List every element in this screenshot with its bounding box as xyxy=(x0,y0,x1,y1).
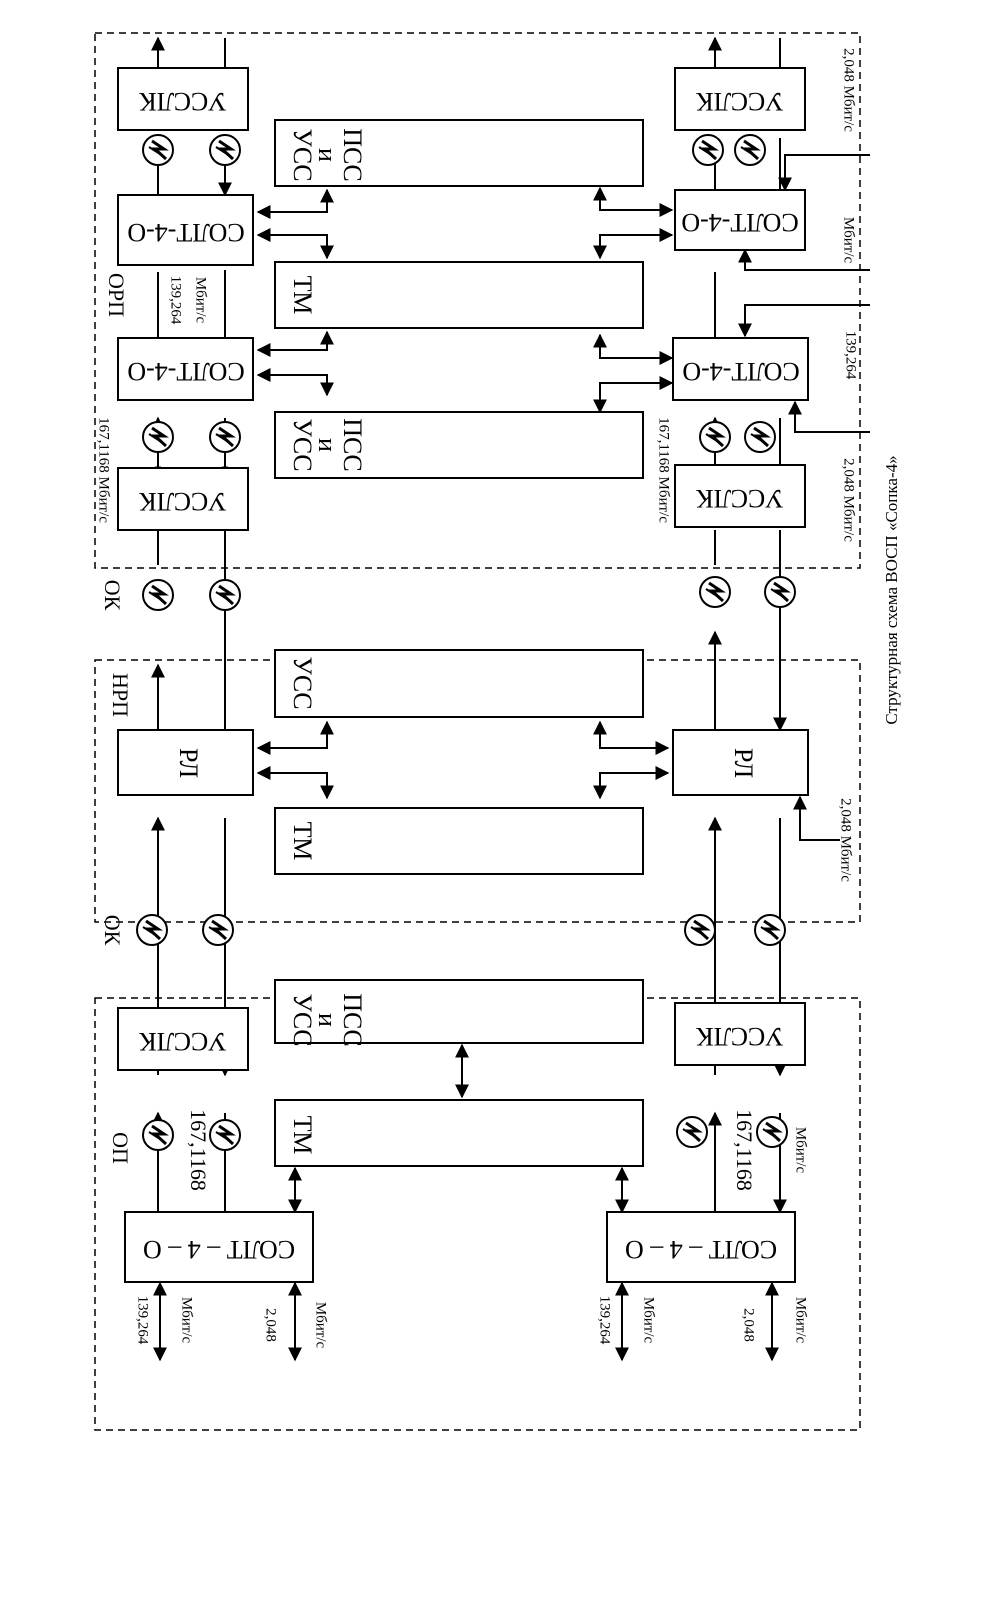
rate-label-2048: 2,048 xyxy=(741,1308,757,1342)
uss-pss-label: ПСС xyxy=(338,128,367,181)
ussdk-block-label: УССЛК xyxy=(139,487,227,516)
rate-unit: Мбит/с xyxy=(313,1302,329,1349)
ussdk-block-label: УССЛК xyxy=(696,87,784,116)
rate-label-2048: 2,048 Мбит/с xyxy=(841,458,857,542)
rate-label-139: 139,264 xyxy=(843,331,859,380)
optical-element-icon xyxy=(733,133,767,167)
rate-label-139: 139,264 xyxy=(135,1296,151,1345)
tm-block-label: ТМ xyxy=(288,822,317,861)
tm-block-label: ТМ xyxy=(288,276,317,315)
solt-block-label: СОЛТ-4-О xyxy=(127,357,244,386)
rate-label-167: 167,1168 Мбит/с xyxy=(96,417,112,523)
rate-label-2048: 2,048 Мбит/с xyxy=(841,48,857,132)
optical-element-icon xyxy=(755,1115,789,1149)
rate-label-2048: 2,048 Мбит/с xyxy=(838,798,854,882)
rate-label-139: 139,264 xyxy=(597,1296,613,1345)
optical-element-icon xyxy=(698,420,732,454)
uss-pss-label: УСС xyxy=(288,418,317,471)
uss-block-label: УСС xyxy=(288,656,317,709)
optical-element-icon xyxy=(141,578,175,612)
ussdk-block-label: УССЛК xyxy=(696,484,784,513)
frame-orp xyxy=(94,32,861,569)
optical-element-icon xyxy=(691,133,725,167)
tm-block-label: ТМ xyxy=(288,1116,317,1155)
optical-element-icon xyxy=(208,578,242,612)
solt-block-label: СОЛТ-4-О xyxy=(682,357,799,386)
uss-pss-label: ПСС xyxy=(338,993,367,1046)
rate-unit: Мбит/с xyxy=(179,1297,195,1344)
solt-block-label: СОЛТ – 4 – О xyxy=(625,1235,777,1264)
solt-block-label: СОЛТ – 4 – О xyxy=(143,1235,295,1264)
rate-label-167: 167,1168 xyxy=(186,1109,211,1191)
station-nrp: ОК РЛ РЛ УСС ТМ НРП 2,048 Мбит/с xyxy=(100,649,854,946)
section-label-ok: ОК xyxy=(100,580,125,611)
optical-element-icon xyxy=(141,1118,175,1152)
optical-element-icon xyxy=(208,420,242,454)
uss-pss-label: УСС xyxy=(288,993,317,1046)
section-label-orp: ОРП xyxy=(104,273,129,317)
rate-unit: Мбит/с xyxy=(793,1127,809,1174)
optical-element-icon xyxy=(698,575,732,609)
rate-unit: Мбит/с xyxy=(193,277,209,324)
uss-pss-label: и xyxy=(313,1013,342,1027)
optical-element-icon xyxy=(141,420,175,454)
rate-label-139: 139,264 xyxy=(168,276,184,325)
figure-caption: Структурная схема ВОСП «Сопка-4» xyxy=(882,455,901,724)
ussdk-block-label: УССЛК xyxy=(139,1027,227,1056)
optical-element-icon xyxy=(201,913,235,947)
section-label-ok: ОК xyxy=(100,915,125,946)
station-orp: ОК УССЛК УССЛК УССЛК УССЛК СОЛТ-4-О СОЛТ… xyxy=(96,48,859,611)
uss-pss-label: и xyxy=(313,148,342,162)
section-label-nrp: НРП xyxy=(108,673,133,717)
rate-label-167: 167,1168 xyxy=(732,1109,757,1191)
optical-element-icon xyxy=(763,575,797,609)
optical-element-icon xyxy=(753,913,787,947)
frame-op xyxy=(94,997,861,1431)
uss-pss-label: и xyxy=(313,438,342,452)
section-label-op: ОП xyxy=(108,1132,133,1164)
rate-unit: Мбит/с xyxy=(793,1297,809,1344)
rate-unit: Мбит/с xyxy=(841,217,857,264)
solt-block-label: СОЛТ-4-О xyxy=(127,218,244,247)
frame-nrp xyxy=(94,659,861,923)
uss-pss-label: ПСС xyxy=(338,418,367,471)
optical-element-icon xyxy=(683,913,717,947)
optical-element-icon xyxy=(675,1115,709,1149)
station-op: СОЛТ – 4 – О СОЛТ – 4 – О УССЛК УССЛК УС… xyxy=(108,979,809,1349)
rl-block-label: РЛ xyxy=(174,748,203,778)
rl-block-label: РЛ xyxy=(729,748,758,778)
ussdk-block-label: УССЛК xyxy=(139,87,227,116)
rate-label-167: 167,1168 Мбит/с xyxy=(656,417,672,523)
optical-element-icon xyxy=(743,420,777,454)
optical-element-icon xyxy=(208,1118,242,1152)
optical-element-icon xyxy=(208,133,242,167)
solt-block-label: СОЛТ-4-О xyxy=(681,208,798,237)
ussdk-block-label: УССЛК xyxy=(696,1022,784,1051)
rate-label-2048: 2,048 xyxy=(263,1308,279,1342)
rate-unit: Мбит/с xyxy=(641,1297,657,1344)
uss-pss-label: УСС xyxy=(288,128,317,181)
optical-element-icon xyxy=(135,913,169,947)
optical-element-icon xyxy=(141,133,175,167)
